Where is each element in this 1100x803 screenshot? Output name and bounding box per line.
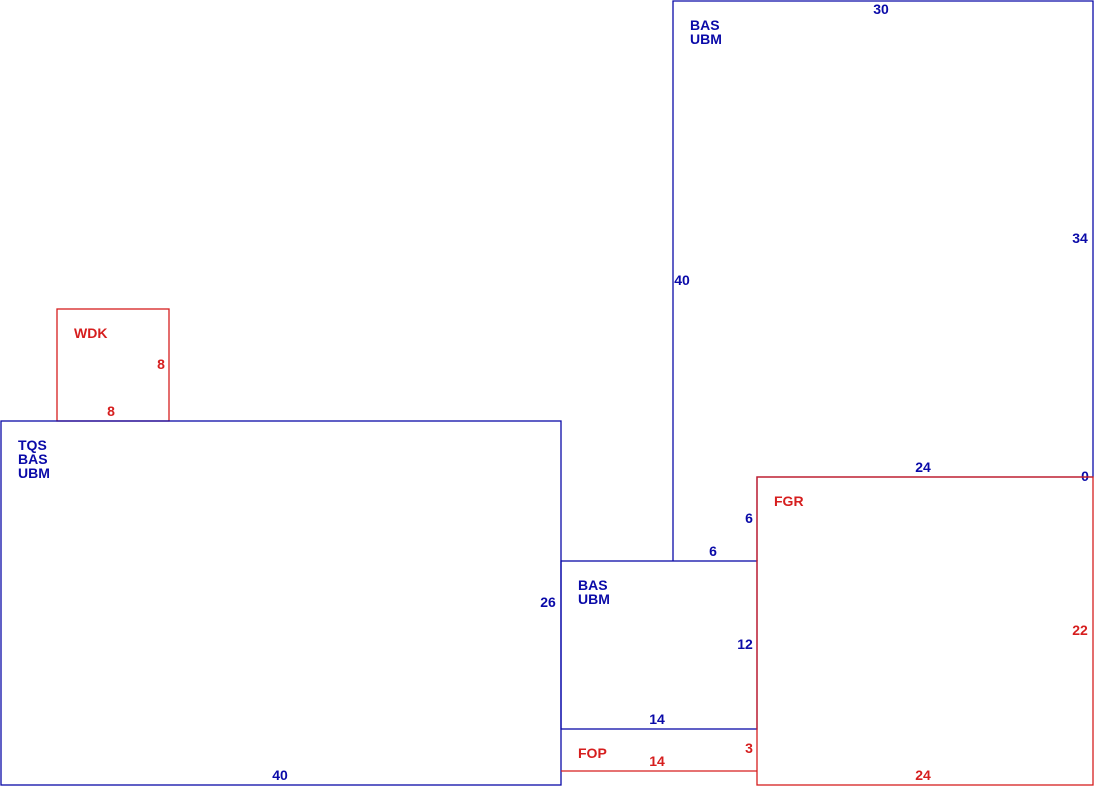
region-bas-top-dim-bottom-right: 0 bbox=[1081, 468, 1089, 484]
region-fgr-dim-top: 24 bbox=[915, 459, 931, 475]
region-bas-top-dim-bottom-left: 6 bbox=[745, 510, 753, 526]
region-fop-dim-bottom: 14 bbox=[649, 753, 665, 769]
region-bas-top-dim-top: 30 bbox=[873, 1, 889, 17]
region-fop: FOP 14 3 bbox=[561, 740, 757, 772]
region-wdk-dim-bottom: 8 bbox=[107, 403, 115, 419]
region-bas-top-dim-left: 40 bbox=[674, 272, 690, 288]
region-tqs-dim-right: 26 bbox=[540, 594, 556, 610]
region-bas-top-label-2: UBM bbox=[690, 31, 722, 47]
region-fop-dim-right: 3 bbox=[745, 740, 753, 756]
region-fgr: FGR 24 6 22 24 bbox=[756, 459, 1094, 786]
region-fgr-dim-bottom: 24 bbox=[915, 767, 931, 783]
region-fgr-dim-right: 22 bbox=[1072, 622, 1088, 638]
region-wdk-label-1: WDK bbox=[74, 325, 107, 341]
region-tqs-dim-bottom: 40 bbox=[272, 767, 288, 783]
region-fgr-outline bbox=[756, 476, 1094, 786]
region-wdk-dim-right: 8 bbox=[157, 356, 165, 372]
region-fgr-label-1: FGR bbox=[774, 493, 804, 509]
region-bas-mid: BAS UBM 6 12 14 bbox=[560, 543, 758, 730]
region-bas-top-dim-right: 34 bbox=[1072, 230, 1088, 246]
region-bas-mid-label-2: UBM bbox=[578, 591, 610, 607]
region-bas-mid-dim-bottom: 14 bbox=[649, 711, 665, 727]
region-tqs-outline bbox=[0, 420, 562, 786]
region-tqs-label-3: UBM bbox=[18, 465, 50, 481]
region-bas-mid-dim-right: 12 bbox=[737, 636, 753, 652]
region-tqs-label-1: TQS bbox=[18, 437, 47, 453]
region-tqs-label-2: BAS bbox=[18, 451, 48, 467]
region-fop-label-1: FOP bbox=[578, 745, 607, 761]
region-bas-mid-label-1: BAS bbox=[578, 577, 608, 593]
region-wdk: WDK 8 8 bbox=[56, 308, 170, 422]
region-bas-mid-dim-top: 6 bbox=[709, 543, 717, 559]
region-tqs: TQS BAS UBM 26 40 bbox=[0, 420, 562, 786]
region-bas-top-label-1: BAS bbox=[690, 17, 720, 33]
